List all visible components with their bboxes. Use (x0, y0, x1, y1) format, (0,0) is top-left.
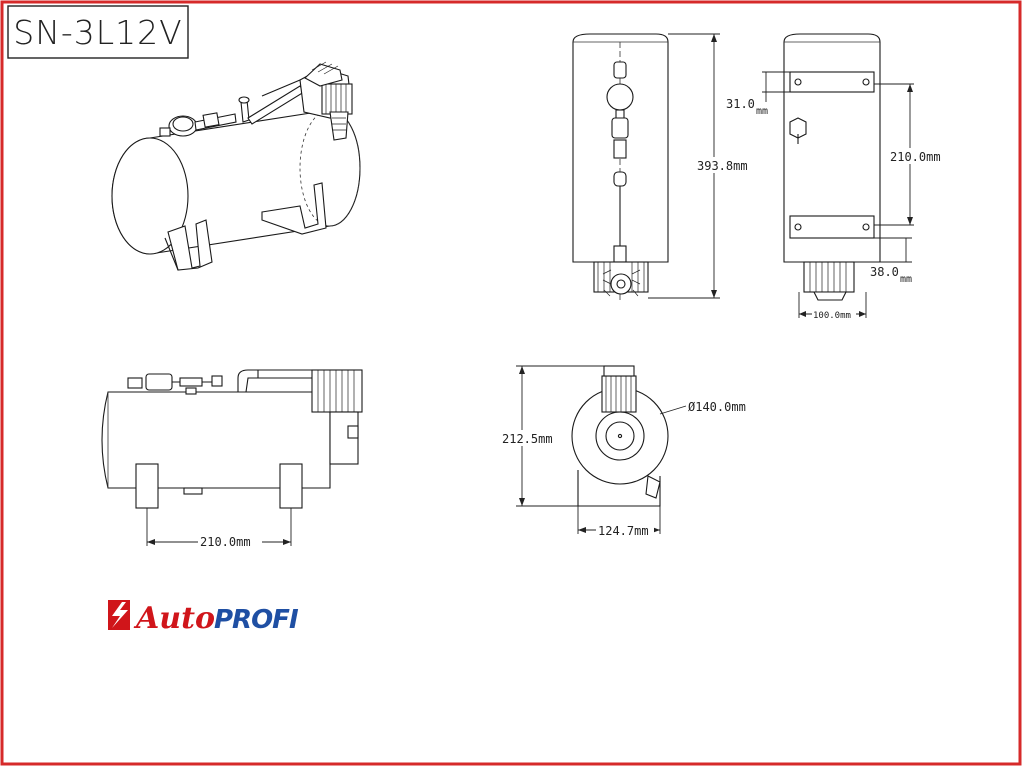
dim-bracket-spacing: 210.0mm (890, 150, 941, 164)
dim-bracket-width: 100.0mm (813, 311, 851, 321)
dim-end-height: 212.5mm (502, 432, 553, 446)
isometric-view (111, 61, 361, 271)
dim-total-height: 393.8mm (697, 159, 748, 173)
logo-text-profi: PROFI (214, 605, 299, 635)
title-block: SN-3L12V (7, 5, 189, 59)
horizontal-view: 210.0mm (101, 369, 363, 549)
logo-text-auto: Auto (133, 601, 215, 636)
dim-bottom-offset-value: 38.0 (870, 265, 899, 279)
front-view: 393.8mm (572, 33, 755, 300)
autoprofi-logo: Auto PROFI (108, 600, 300, 636)
lightning-icon (112, 602, 128, 628)
dim-diameter: Ø140.0mm (688, 400, 746, 414)
end-view: 212.5mm Ø140.0mm 124.7mm (500, 365, 746, 538)
dim-foot-spacing: 210.0mm (200, 535, 251, 549)
side-view: 31.0 mm 210.0mm 38.0 mm 100.0mm (726, 33, 954, 321)
dim-bottom-offset-unit: mm (900, 274, 912, 285)
model-title: SN-3L12V (13, 13, 183, 52)
dim-bracket-offset-value: 31.0 (726, 97, 755, 111)
dim-bracket-offset-unit: mm (756, 106, 768, 117)
dim-base-width: 124.7mm (598, 524, 649, 538)
